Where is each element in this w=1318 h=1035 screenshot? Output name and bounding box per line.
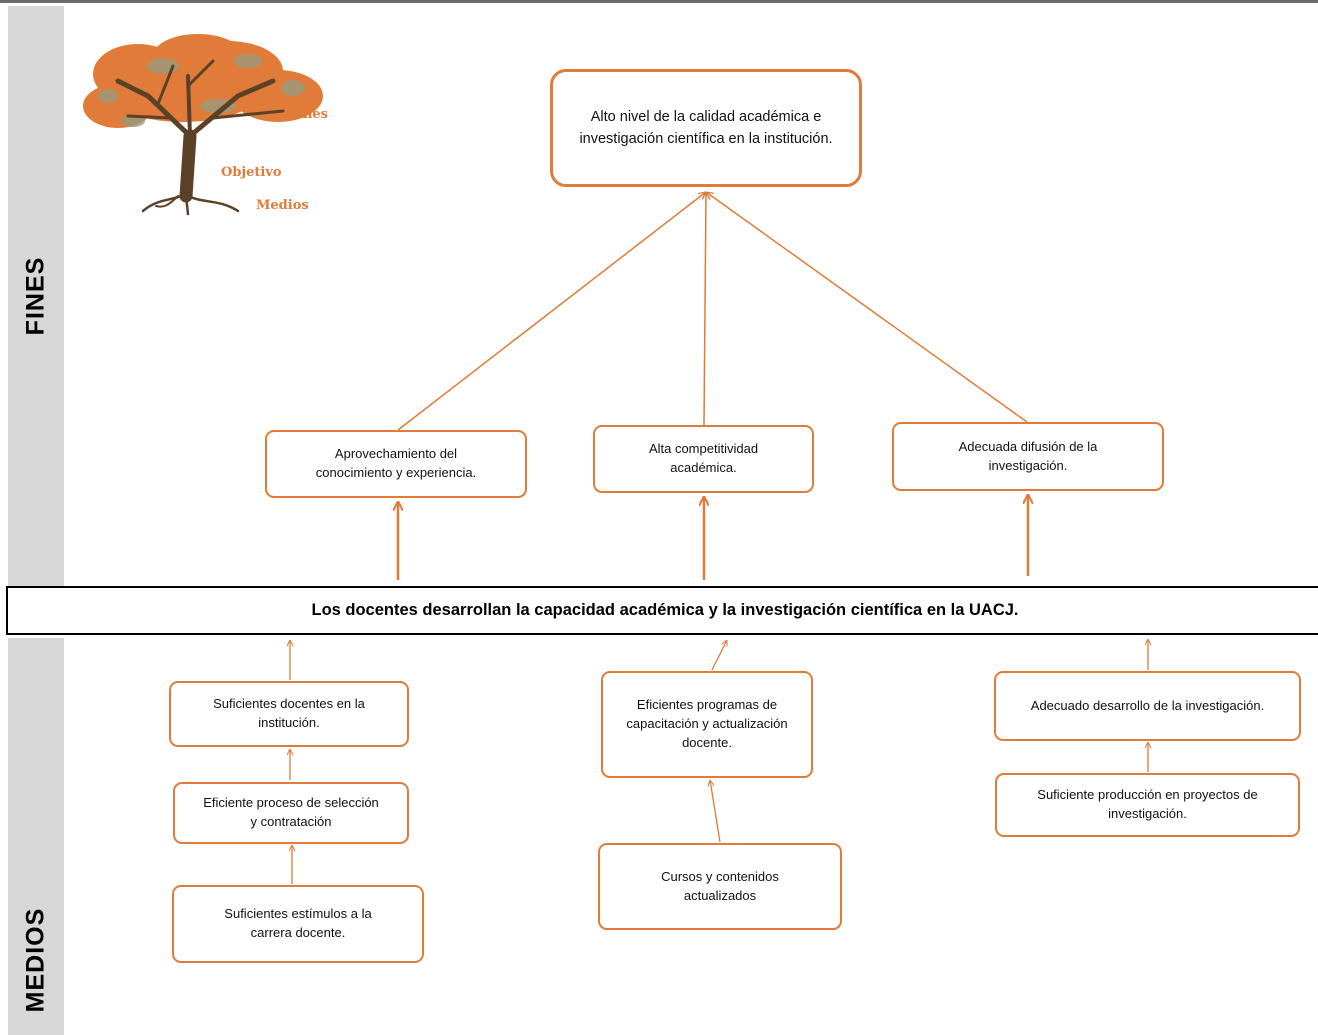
- end-text-1: Aprovechamiento del conocimiento y exper…: [315, 446, 477, 480]
- means-right-box-2: Suficiente producción en proyectos de in…: [995, 773, 1300, 837]
- means-left-box-3: Suficientes estímulos a la carrera docen…: [172, 885, 424, 963]
- means-center-text-2: Cursos y contenidos actualizados: [661, 868, 779, 903]
- means-left-text-1: Suficientes docentes en la institución.: [213, 696, 365, 730]
- means-left-box-2: Eficiente proceso de selección y contrat…: [173, 782, 409, 844]
- end-text-3: Adecuada difusión de la investigación.: [958, 438, 1098, 473]
- tree-icon: Fines Objetivo Medios: [83, 34, 328, 216]
- legend-fines: Fines: [289, 107, 328, 122]
- means-left-box-1: Suficientes docentes en la institución.: [169, 681, 409, 747]
- means-right-text-1: Adecuado desarrollo de la investigación.: [1030, 697, 1265, 713]
- main-end-box: Alto nivel de la calidad académica e inv…: [550, 69, 862, 187]
- medios-sidebar: MEDIOS: [8, 638, 64, 1035]
- means-right-text-2: Suficiente producción en proyectos de in…: [1037, 787, 1258, 821]
- top-border: [0, 0, 1318, 3]
- end-text-2: Alta competitividad académica.: [648, 441, 759, 475]
- objective-text: Los docentes desarrollan la capacidad ac…: [311, 601, 1019, 619]
- end-box-3: Adecuada difusión de la investigación.: [892, 422, 1164, 491]
- objective-band: Los docentes desarrollan la capacidad ac…: [6, 586, 1318, 635]
- means-left-text-3: Suficientes estímulos a la carrera docen…: [224, 906, 372, 940]
- means-left-text-2: Eficiente proceso de selección y contrat…: [203, 795, 379, 829]
- means-center-text-1: Eficientes programas de capacitación y a…: [626, 697, 788, 750]
- end-box-2: Alta competitividad académica.: [593, 425, 814, 493]
- fines-sidebar: FINES: [8, 6, 64, 586]
- legend-objetivo: Objetivo: [221, 165, 282, 180]
- means-right-box-1: Adecuado desarrollo de la investigación.: [994, 671, 1301, 741]
- means-center-box-2: Cursos y contenidos actualizados: [598, 843, 842, 930]
- main-end-text: Alto nivel de la calidad académica e inv…: [579, 108, 833, 147]
- legend-medios: Medios: [256, 198, 309, 213]
- end-box-1: Aprovechamiento del conocimiento y exper…: [265, 430, 527, 498]
- means-center-box-1: Eficientes programas de capacitación y a…: [601, 671, 813, 778]
